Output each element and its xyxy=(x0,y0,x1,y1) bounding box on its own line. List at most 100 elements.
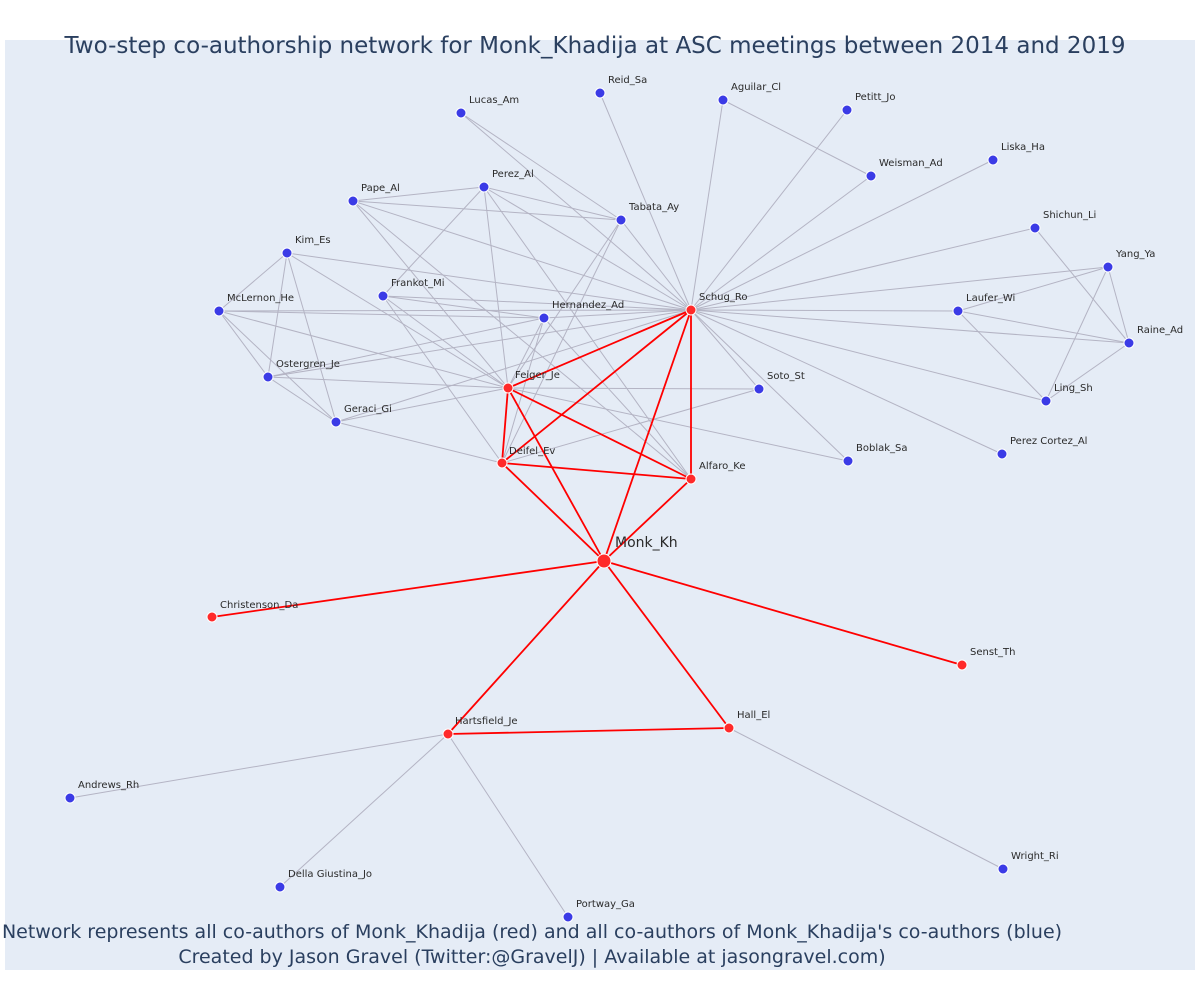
second-degree-node[interactable] xyxy=(952,305,964,317)
node-label: Petitt_Jo xyxy=(855,92,895,103)
node-label: Schug_Ro xyxy=(699,292,748,303)
second-degree-edge xyxy=(335,387,509,423)
second-degree-edge xyxy=(957,310,1130,344)
second-degree-node[interactable] xyxy=(330,416,342,428)
second-degree-node[interactable] xyxy=(64,792,76,804)
second-degree-edge xyxy=(69,733,449,799)
second-degree-edge xyxy=(501,219,622,464)
node-label: Kim_Es xyxy=(295,235,331,246)
second-degree-node[interactable] xyxy=(478,181,490,193)
second-degree-edge xyxy=(218,252,288,312)
coauthor-node[interactable] xyxy=(206,611,218,623)
second-degree-edge xyxy=(543,309,692,319)
coauthor-node[interactable] xyxy=(685,473,697,485)
coauthor-node[interactable] xyxy=(723,722,735,734)
coauthor-node[interactable] xyxy=(442,728,454,740)
second-degree-edge xyxy=(690,309,760,390)
caption-line-1: Network represents all co-authors of Mon… xyxy=(2,921,1062,943)
second-degree-node[interactable] xyxy=(1040,395,1052,407)
second-degree-edge xyxy=(501,317,545,464)
second-degree-edge xyxy=(543,317,692,480)
second-degree-edge xyxy=(501,388,760,464)
second-degree-edge xyxy=(690,227,1036,311)
node-label: Reid_Sa xyxy=(608,75,647,86)
second-degree-edge xyxy=(690,99,724,311)
second-degree-node[interactable] xyxy=(1123,337,1135,349)
node-label: Portway_Ga xyxy=(576,899,635,910)
second-degree-edge xyxy=(218,310,337,423)
second-degree-edge xyxy=(690,309,959,312)
second-degree-edge xyxy=(267,376,337,423)
second-degree-edge xyxy=(382,295,509,389)
second-degree-node[interactable] xyxy=(347,195,359,207)
second-degree-node[interactable] xyxy=(262,371,274,383)
node-label: Frankot_Mi xyxy=(391,278,444,289)
coauthor-edge xyxy=(603,309,692,562)
second-degree-edge xyxy=(218,310,545,319)
second-degree-edge xyxy=(218,309,692,312)
second-degree-edge xyxy=(382,295,692,311)
second-degree-node[interactable] xyxy=(996,448,1008,460)
second-degree-edge xyxy=(218,310,269,378)
node-label: Andrews_Rh xyxy=(78,780,139,791)
second-degree-edge xyxy=(1045,342,1130,402)
node-label: Tabata_Ay xyxy=(628,202,679,213)
second-degree-node[interactable] xyxy=(281,247,293,259)
second-degree-edge xyxy=(382,186,485,297)
node-label: Ling_Sh xyxy=(1054,383,1093,394)
labels-layer: Monk_KhSchug_RoFeiger_JeDeifel_EvAlfaro_… xyxy=(78,75,1183,910)
second-degree-node[interactable] xyxy=(841,104,853,116)
second-degree-node[interactable] xyxy=(213,305,225,317)
node-label: Perez Cortez_Al xyxy=(1010,436,1087,447)
second-degree-edge xyxy=(279,733,449,888)
coauthor-node[interactable] xyxy=(956,659,968,671)
second-degree-node[interactable] xyxy=(615,214,627,226)
second-degree-edge xyxy=(286,252,509,389)
second-degree-node[interactable] xyxy=(753,383,765,395)
second-degree-node[interactable] xyxy=(1029,222,1041,234)
coauthor-edge xyxy=(501,309,692,464)
second-degree-node[interactable] xyxy=(455,107,467,119)
second-degree-edge xyxy=(483,186,692,311)
coauthor-edge xyxy=(507,387,605,562)
second-degree-edge xyxy=(690,109,848,311)
second-degree-edge xyxy=(690,266,1109,311)
node-label: Hartsfield_Je xyxy=(455,716,518,727)
second-degree-node[interactable] xyxy=(987,154,999,166)
node-label: Raine_Ad xyxy=(1137,325,1183,336)
second-degree-edge xyxy=(690,309,1003,455)
second-degree-edge xyxy=(218,310,509,389)
second-degree-edge xyxy=(352,186,485,202)
node-label: Perez_Al xyxy=(492,169,534,180)
second-degree-edge xyxy=(690,309,1130,344)
second-degree-node[interactable] xyxy=(594,87,606,99)
node-label: Christenson_Da xyxy=(220,600,298,611)
second-degree-edge xyxy=(352,200,692,311)
coauthor-node[interactable] xyxy=(685,304,697,316)
coauthor-node[interactable] xyxy=(502,382,514,394)
second-degree-node[interactable] xyxy=(997,863,1009,875)
coauthor-node[interactable] xyxy=(496,457,508,469)
second-degree-edge xyxy=(382,295,545,319)
center-author-node[interactable] xyxy=(596,553,612,569)
second-degree-node[interactable] xyxy=(377,290,389,302)
second-degree-edge xyxy=(690,175,872,311)
node-label: Weisman_Ad xyxy=(879,158,943,169)
coauthor-edge xyxy=(211,560,605,618)
second-degree-node[interactable] xyxy=(1102,261,1114,273)
second-degree-edge xyxy=(507,387,760,390)
second-degree-node[interactable] xyxy=(865,170,877,182)
second-degree-edge xyxy=(382,295,503,464)
second-degree-node[interactable] xyxy=(842,455,854,467)
second-degree-node[interactable] xyxy=(562,911,574,923)
caption-line-2: Created by Jason Gravel (Twitter:@Gravel… xyxy=(178,946,885,968)
second-degree-edge xyxy=(957,266,1109,312)
second-degree-edge xyxy=(1107,266,1130,344)
second-degree-node[interactable] xyxy=(538,312,550,324)
second-degree-node[interactable] xyxy=(717,94,729,106)
second-degree-node[interactable] xyxy=(274,881,286,893)
second-degree-edge xyxy=(335,309,692,423)
node-label: McLernon_He xyxy=(227,293,294,304)
second-degree-edge xyxy=(267,376,509,389)
